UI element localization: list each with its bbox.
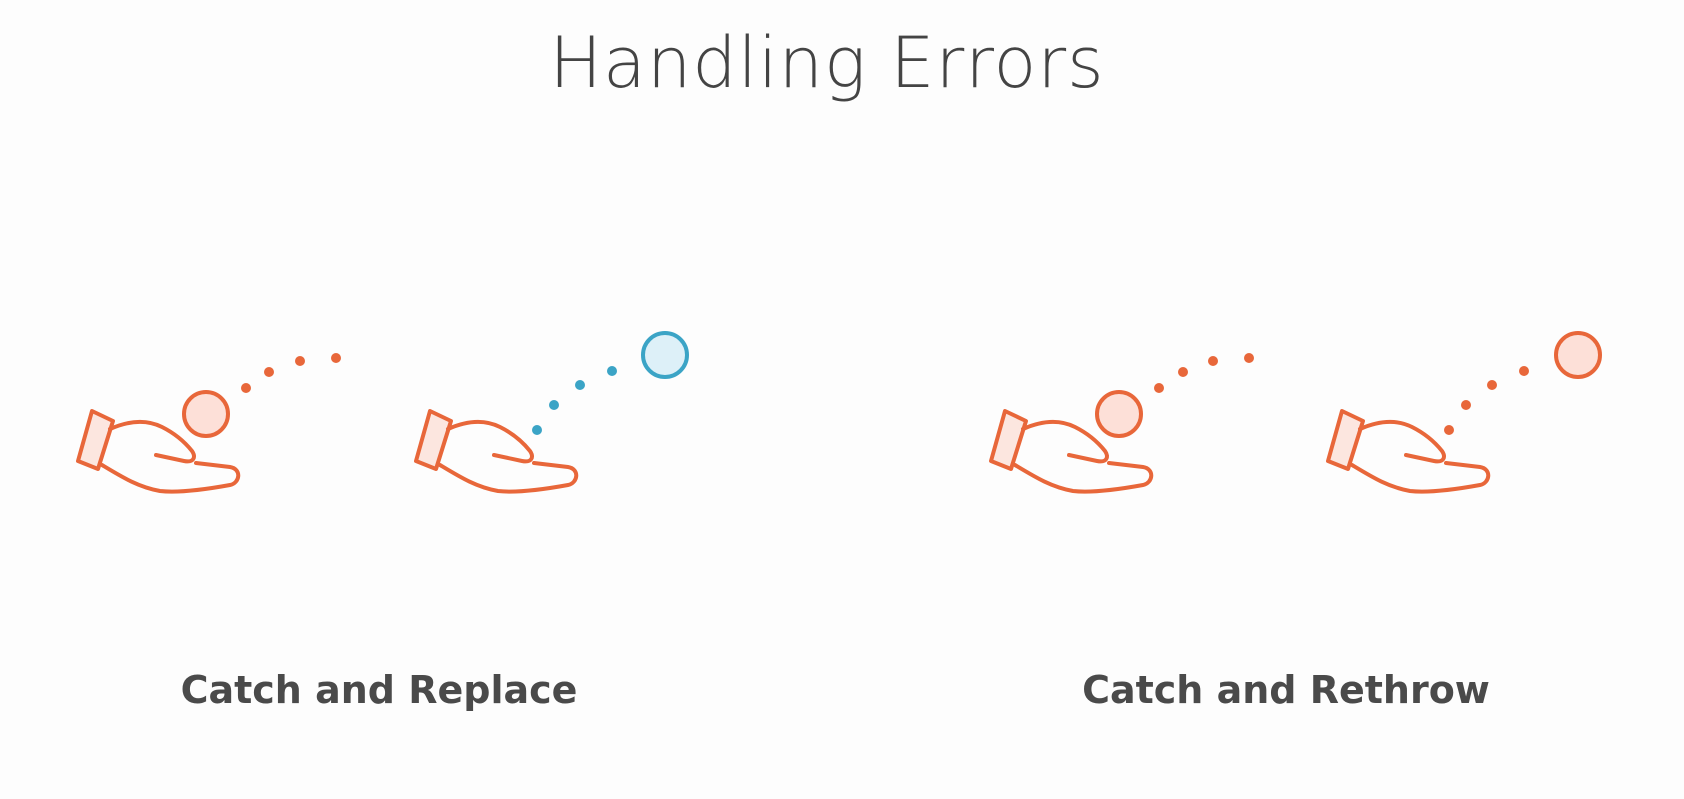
caption-catch-and-rethrow: Catch and Rethrow: [1082, 668, 1490, 712]
open-hand-icon: [414, 409, 579, 494]
caption-catch-and-replace: Catch and Replace: [180, 668, 578, 712]
catch-and-rethrow-group: [989, 331, 1602, 494]
error-ball-icon: [1095, 390, 1143, 438]
dotted-arc: [1444, 366, 1529, 435]
dotted-arc: [532, 366, 617, 435]
error-ball-icon: [1554, 331, 1602, 379]
catch-and-replace-group: [76, 331, 689, 494]
page-title: Handling Errors: [549, 22, 1105, 104]
replacement-ball-icon: [641, 331, 689, 379]
dotted-arc: [241, 353, 341, 393]
error-ball-icon: [182, 390, 230, 438]
dotted-arc: [1154, 353, 1254, 393]
open-hand-icon: [1326, 409, 1491, 494]
